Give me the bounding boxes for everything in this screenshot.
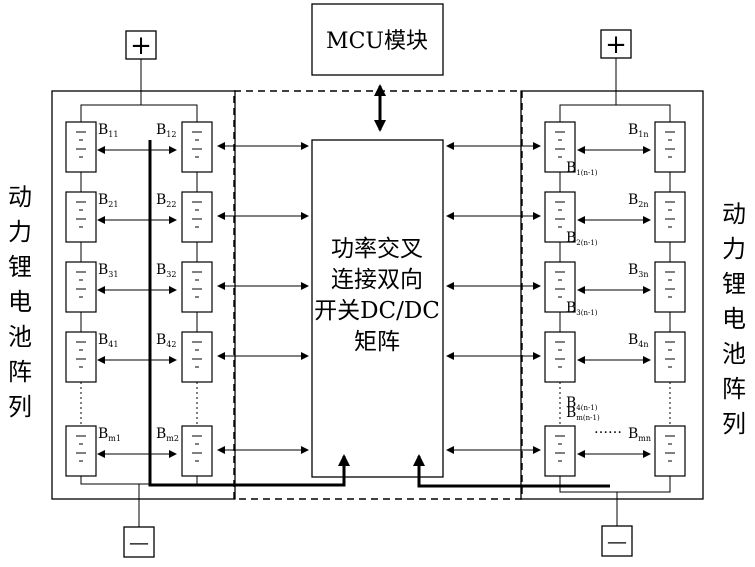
battery-cell-right_col2-3 [655,262,685,312]
ellipsis-label: …… [594,421,622,437]
switching-region-dashed-frame [234,91,522,499]
svg-text:阵: 阵 [8,358,32,386]
terminal-plus-right: + [601,30,631,60]
svg-text:动: 动 [8,183,32,211]
svg-text:锂: 锂 [8,253,32,281]
svg-text:+: + [605,30,627,60]
cell-label-right-col1-2: B2(n-1) [566,230,598,247]
terminal-plus-left: + [126,31,156,61]
cell-label-right-col2-4: B4n [628,332,649,349]
matrix-line-1: 功率交叉 [331,236,423,262]
battery-cell-left_col1-3 [66,262,96,312]
terminal-minus-left: — [124,527,154,557]
svg-text:池: 池 [8,323,32,351]
svg-text:力: 力 [722,235,746,263]
svg-text:力: 力 [8,218,32,246]
svg-text:池: 池 [722,340,746,368]
mcu-module-label: MCU模块 [326,29,428,54]
battery-cell-left_col2-4 [182,332,212,382]
side-label-left: 动 力 锂 电 池 阵 列 [8,183,32,421]
battery-cell-left_col2-2 [182,192,212,242]
matrix-line-4: 矩阵 [354,329,400,355]
matrix-line-3: 开关DC/DC [314,298,440,324]
svg-text:—: — [129,530,149,554]
svg-text:阵: 阵 [722,375,746,403]
cell-label-left-col2-4: B42 [156,332,176,349]
power-matrix-label: 功率交叉 连接双向 开关DC/DC 矩阵 [314,236,440,355]
cell-label-right-col2-1: B1n [628,122,649,139]
battery-cell-right_col2-1 [655,122,685,172]
terminal-minus-right: — [602,526,632,556]
cell-label-right-col2-2: B2n [628,192,649,209]
battery-cell-right_col2-2 [655,192,685,242]
cell-label-left-col2-3: B32 [156,262,176,279]
svg-text:—: — [607,529,627,553]
cell-label-right-col1-1: B1(n-1) [566,160,598,177]
battery-cell-right_col1-5 [545,426,575,476]
cell-label-left-col1-3: B31 [98,262,118,279]
cell-label-left-col1-5: Bm1 [98,426,121,443]
cell-label-left-col2-5: Bm2 [156,426,179,443]
svg-text:电: 电 [8,288,32,316]
cell-label-right-col2-5: Bmn [628,426,651,443]
battery-cell-right_col2-5 [655,426,685,476]
battery-cell-left_col2-5 [182,426,212,476]
battery-cell-right_col2-4 [655,332,685,382]
battery-cell-right_col1-4 [545,332,575,382]
battery-cell-left_col1-2 [66,192,96,242]
cell-label-left-col2-2: B22 [156,192,176,209]
battery-cell-left_col1-5 [66,426,96,476]
battery-cell-left_col1-1 [66,122,96,172]
svg-text:列: 列 [722,410,746,438]
left-top-wire [81,105,197,122]
cell-label-left-col1-1: B11 [98,122,118,139]
right-bottom-wire [560,476,670,492]
matrix-line-2: 连接双向 [331,267,423,293]
battery-cell-left_col1-4 [66,332,96,382]
svg-text:列: 列 [8,393,32,421]
right-bus-line [419,456,610,486]
cell-label-left-col1-4: B41 [98,332,118,349]
svg-text:+: + [130,31,152,61]
cell-label-left-col1-2: B21 [98,192,118,209]
cell-label-left-col2-1: B12 [156,122,176,139]
battery-cell-left_col2-1 [182,122,212,172]
svg-text:锂: 锂 [722,270,746,298]
cell-label-right-col1-3: B3(n-1) [566,300,598,317]
svg-text:电: 电 [722,305,746,333]
side-label-right: 动 力 锂 电 池 阵 列 [722,200,746,438]
battery-cell-left_col2-3 [182,262,212,312]
svg-text:动: 动 [722,200,746,228]
left-bottom-wire [81,476,197,484]
cell-label-right-col2-3: B3n [628,262,649,279]
right-top-wire [560,105,670,122]
